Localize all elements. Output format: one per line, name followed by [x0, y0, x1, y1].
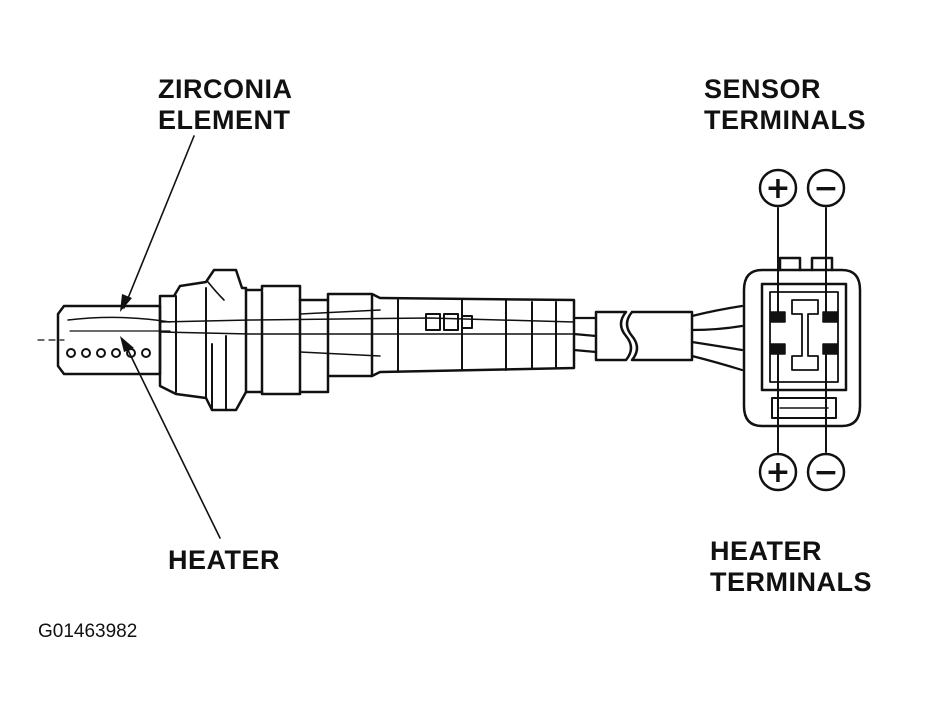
heater-minus-glyph: − — [813, 455, 838, 490]
cable-sleeve — [594, 310, 694, 362]
pin-sensor-minus — [822, 311, 838, 323]
figure-id: G01463982 — [38, 621, 138, 642]
heater-leader — [123, 341, 221, 539]
sensor-body — [159, 284, 576, 396]
sensor-minus-symbol — [806, 168, 846, 208]
pin-heater-minus — [822, 343, 838, 355]
sensor-plus-symbol — [758, 168, 798, 208]
sensor-plus-glyph: + — [765, 171, 790, 206]
heater-terminals-label: HEATER TERMINALS — [710, 536, 872, 598]
heater-terminals-line1: HEATER — [710, 536, 823, 566]
heater-terminals-line2: TERMINALS — [710, 567, 872, 597]
sensor-minus-glyph: − — [813, 171, 838, 206]
sensor-terminals-line2: TERMINALS — [704, 105, 866, 135]
sensor-terminals-line1: SENSOR — [704, 74, 822, 104]
zirconia-element-label: ZIRCONIA ELEMENT — [158, 74, 293, 136]
callout-leaders — [123, 135, 221, 539]
mounting-hex — [158, 268, 248, 412]
connector-pins[interactable] — [770, 311, 838, 355]
heater-plus-symbol — [758, 452, 798, 492]
sensor-tip — [56, 304, 171, 376]
heater-plus-glyph: + — [765, 455, 790, 490]
sensor-terminals-label: SENSOR TERMINALS — [704, 74, 866, 136]
heater-minus-symbol — [806, 452, 846, 492]
connector-housing — [742, 256, 862, 428]
pin-heater-plus — [770, 343, 786, 355]
lead-wires-left — [572, 316, 598, 354]
tip-vent-holes — [66, 348, 151, 358]
terminal-leader-lines — [777, 207, 827, 453]
zirconia-label-line1: ZIRCONIA — [158, 74, 293, 104]
lead-wires-right — [690, 304, 744, 372]
zirconia-label-line2: ELEMENT — [158, 105, 291, 135]
zirconia-leader — [123, 135, 195, 309]
pin-sensor-plus — [770, 311, 786, 323]
callout-arrowheads — [120, 294, 134, 352]
heater-label: HEATER — [168, 545, 281, 575]
